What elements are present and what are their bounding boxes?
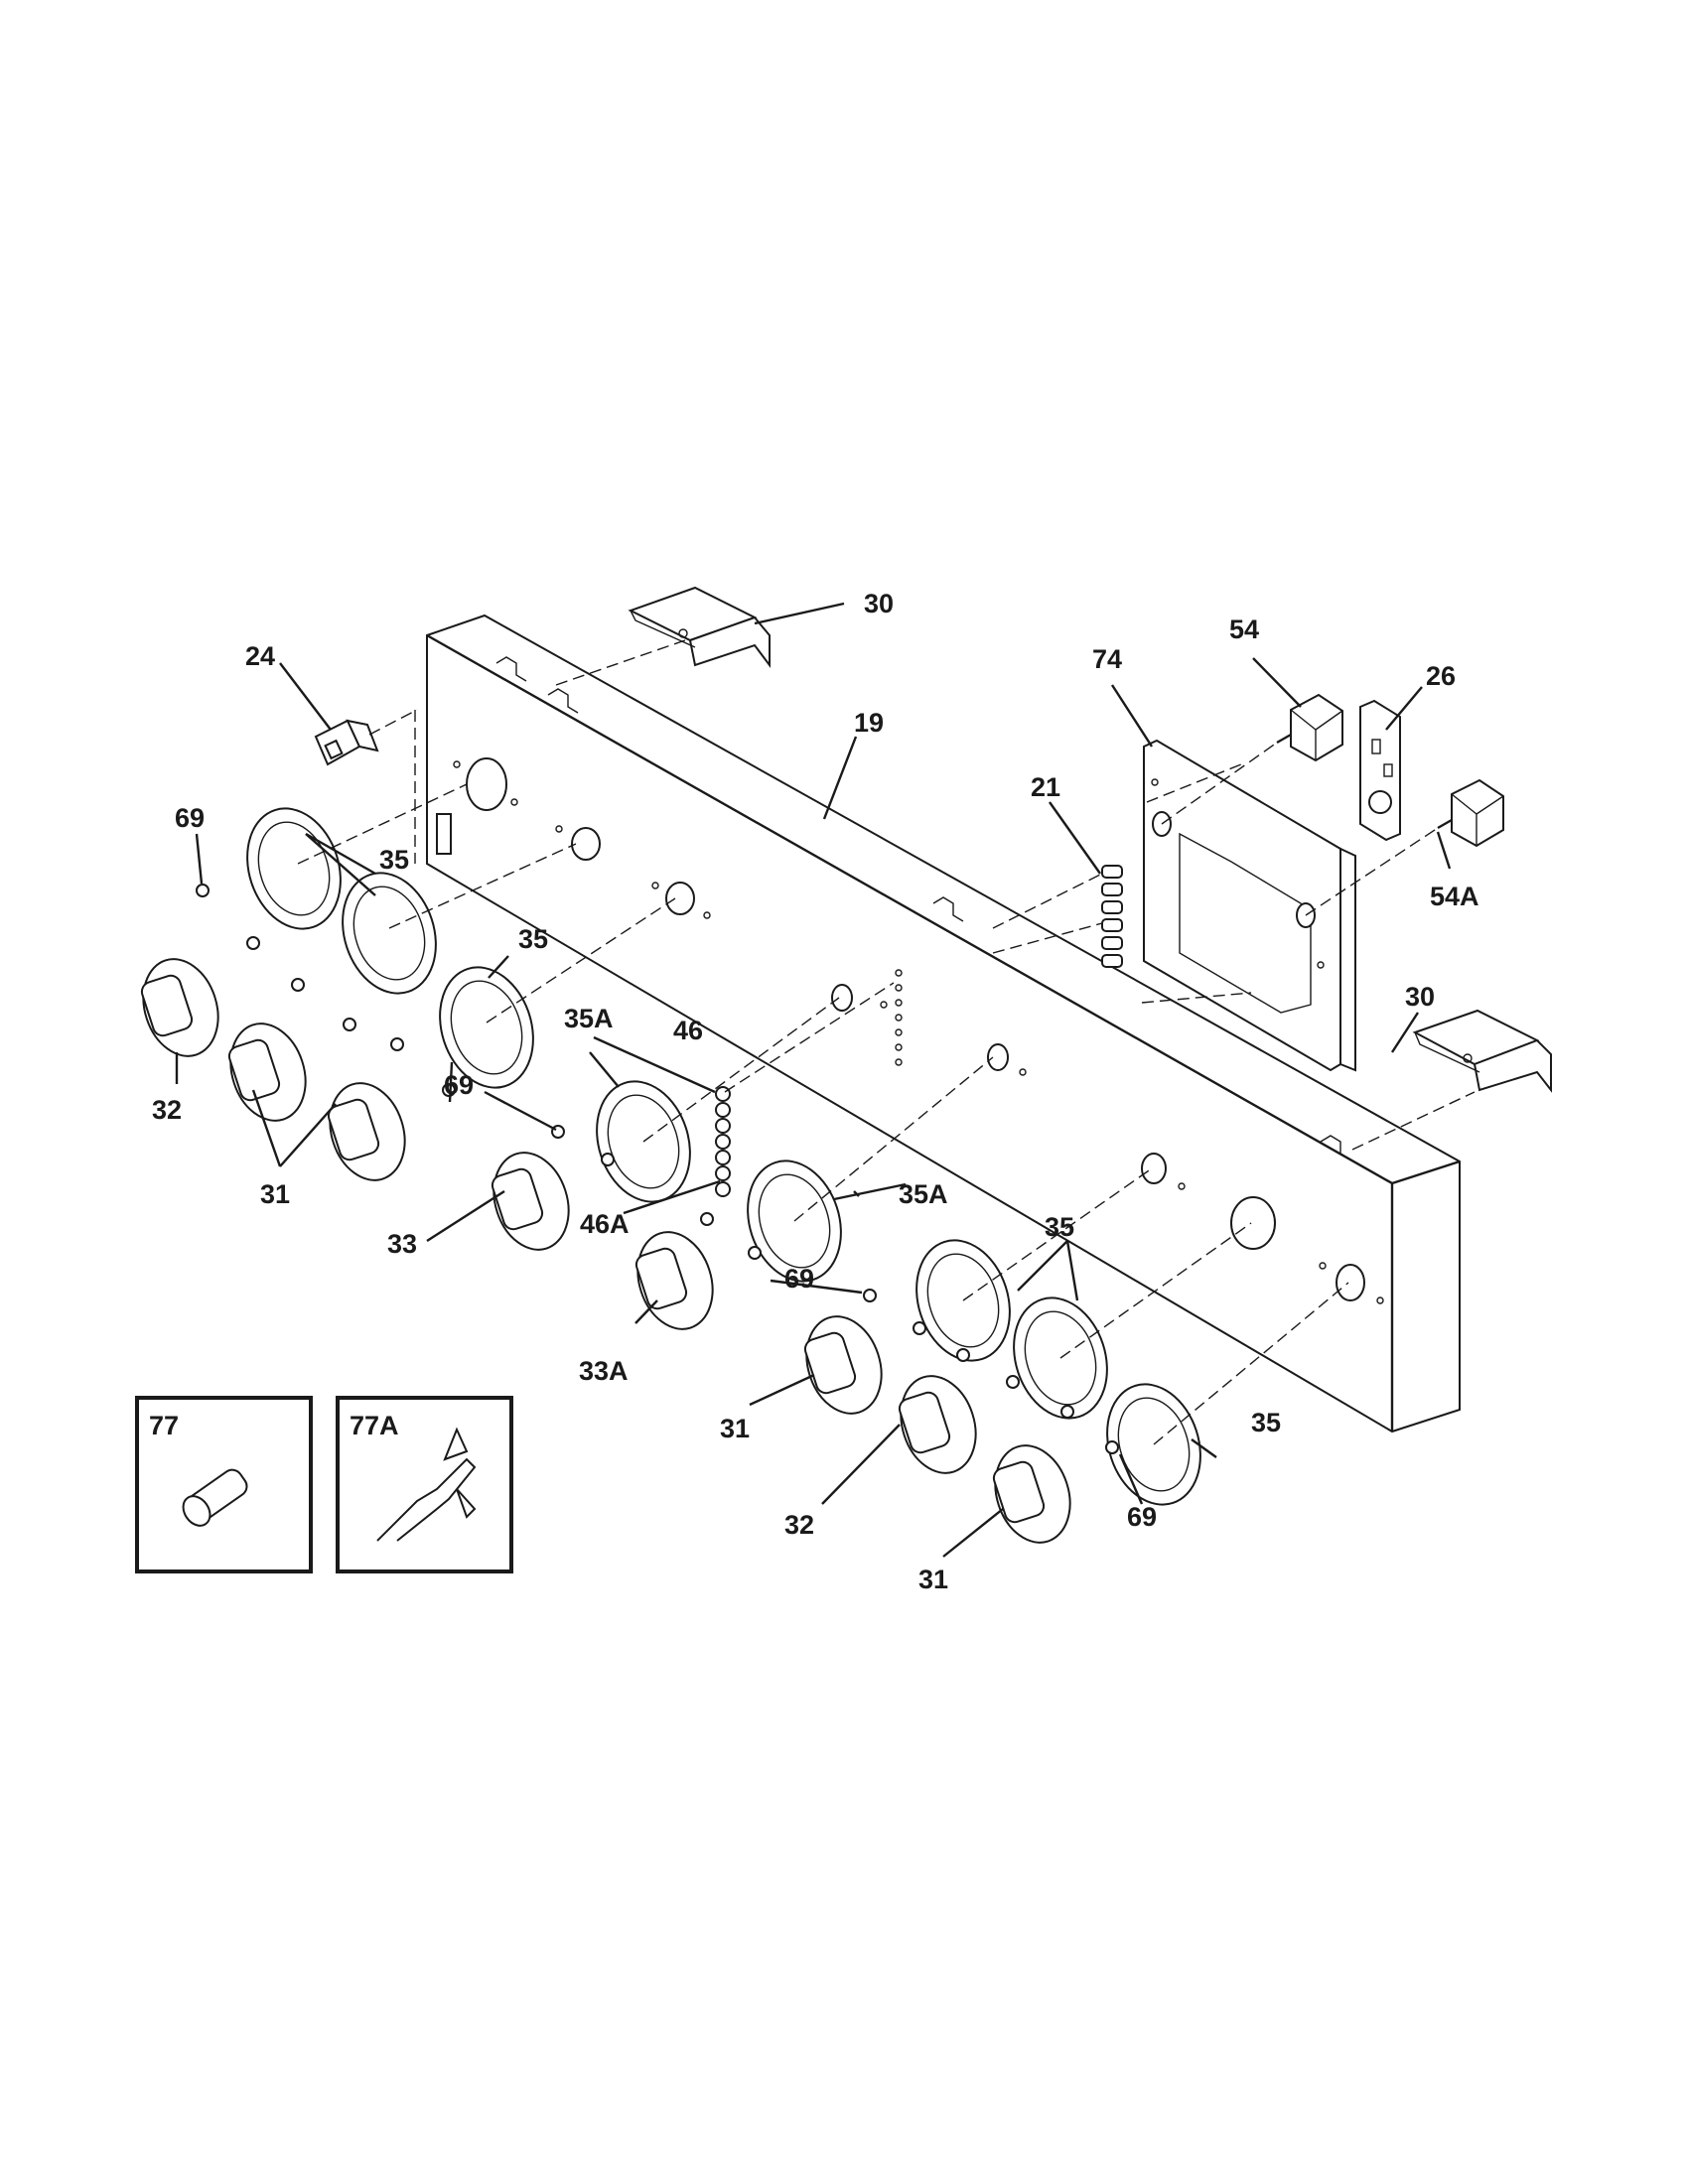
bracket-30-top [628, 586, 771, 668]
inset-box-77 [135, 1396, 313, 1573]
assembly-lines [297, 639, 1476, 1445]
label-21: 21 [1031, 772, 1060, 802]
selector-switch-54A [1437, 778, 1504, 848]
label-31-a: 31 [260, 1179, 290, 1209]
label-46A: 46A [580, 1209, 630, 1239]
label-35-c: 35 [1045, 1212, 1074, 1242]
label-35-a: 35 [379, 845, 409, 875]
label-31-c: 31 [918, 1565, 948, 1594]
label-69-d: 69 [1127, 1502, 1157, 1532]
label-19: 19 [854, 708, 884, 738]
label-74: 74 [1092, 644, 1122, 674]
label-35-b: 35 [518, 924, 548, 954]
label-35A-a: 35A [564, 1004, 614, 1033]
label-35A-b: 35A [899, 1179, 948, 1209]
rocker-switch-24 [314, 719, 379, 766]
bracket-30-right [1412, 1009, 1552, 1093]
label-32-b: 32 [784, 1510, 814, 1540]
label-77A: 77A [350, 1411, 399, 1440]
label-30-right: 30 [1405, 982, 1435, 1012]
label-35-d: 35 [1251, 1408, 1281, 1437]
mounting-bracket-74 [1143, 739, 1356, 1072]
knobs [140, 958, 1071, 1544]
inset-box-77A [336, 1396, 513, 1573]
indicator-lights-46 [715, 1086, 731, 1197]
label-77: 77 [149, 1411, 179, 1440]
label-24: 24 [245, 641, 275, 671]
circuit-board-26 [1359, 699, 1401, 842]
label-69-c: 69 [784, 1264, 814, 1294]
indicator-lights-21 [1101, 865, 1123, 968]
label-33: 33 [387, 1229, 417, 1259]
label-69-b: 69 [444, 1070, 474, 1100]
label-26: 26 [1426, 661, 1456, 691]
label-46: 46 [673, 1016, 703, 1045]
label-30-top: 30 [864, 589, 894, 618]
part-labels: 30 24 19 74 54 26 21 69 35 35 54A 30 35A… [149, 589, 1479, 1594]
selector-switch-54 [1276, 693, 1343, 762]
leader-lines [175, 602, 1452, 1558]
label-33A: 33A [579, 1356, 629, 1386]
label-31-b: 31 [720, 1414, 750, 1443]
label-32-a: 32 [152, 1095, 182, 1125]
label-69-a: 69 [175, 803, 205, 833]
label-54: 54 [1229, 614, 1259, 644]
label-54A: 54A [1430, 882, 1479, 911]
control-panel-19 [426, 614, 1461, 1433]
screws-69 [196, 884, 1119, 1454]
